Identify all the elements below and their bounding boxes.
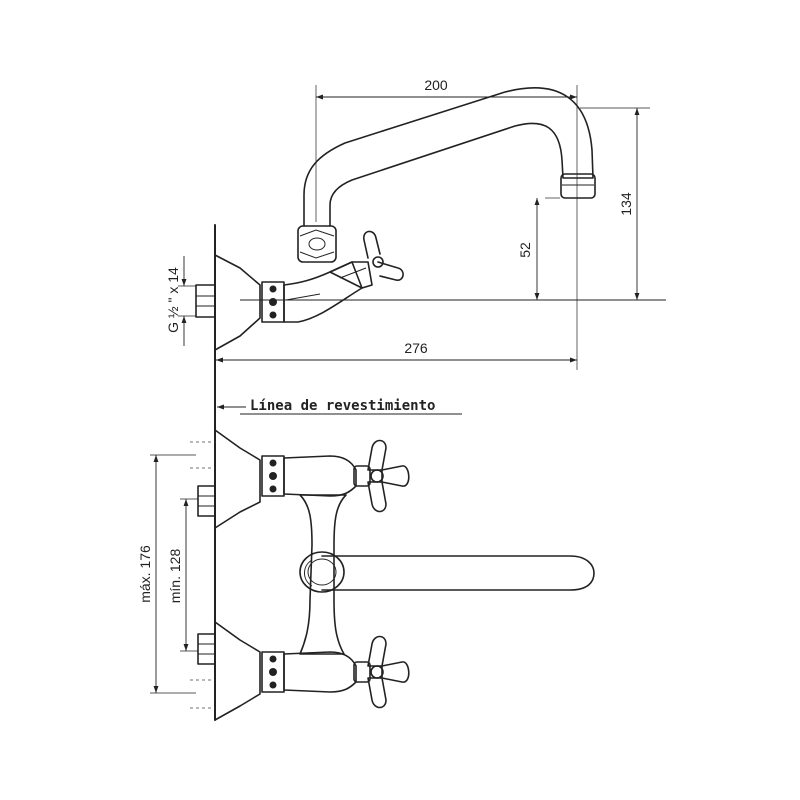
spout xyxy=(303,87,594,227)
dim-min-spacing: mín. 128 xyxy=(167,549,183,604)
mixer-body xyxy=(299,494,347,655)
handle-lower xyxy=(353,635,410,709)
spout-top-view xyxy=(299,551,595,593)
arm-lower xyxy=(283,651,357,693)
top-view: máx. 176 mín. 128 xyxy=(137,429,595,721)
escutcheon-top xyxy=(214,254,261,351)
nut-upper xyxy=(261,455,285,497)
valve-body xyxy=(283,261,363,323)
thread-connector xyxy=(195,284,216,318)
handle-top xyxy=(363,230,404,281)
dim-thread: G ½ " x 14 xyxy=(165,267,181,333)
handle-upper xyxy=(353,439,410,513)
escutcheon-lower xyxy=(214,621,261,721)
swivel-collar xyxy=(297,225,337,263)
hex-nut xyxy=(261,281,285,323)
wall-line-text: Línea de revestimiento xyxy=(250,398,435,414)
dim-max-spacing: máx. 176 xyxy=(137,545,153,603)
aerator xyxy=(560,173,596,199)
dim-spout-height: 134 xyxy=(618,192,634,216)
wall-line-label: Línea de revestimiento xyxy=(217,398,462,415)
nut-lower xyxy=(261,651,285,693)
valve-cap xyxy=(329,261,373,289)
dim-outlet-height: 52 xyxy=(517,242,533,258)
escutcheon-upper xyxy=(214,429,261,529)
dim-spout-reach: 200 xyxy=(424,77,448,93)
dim-total-projection: 276 xyxy=(404,340,428,356)
side-view: 200 134 52 276 G ½ " x 14 xyxy=(165,77,666,721)
arm-upper xyxy=(283,455,357,497)
